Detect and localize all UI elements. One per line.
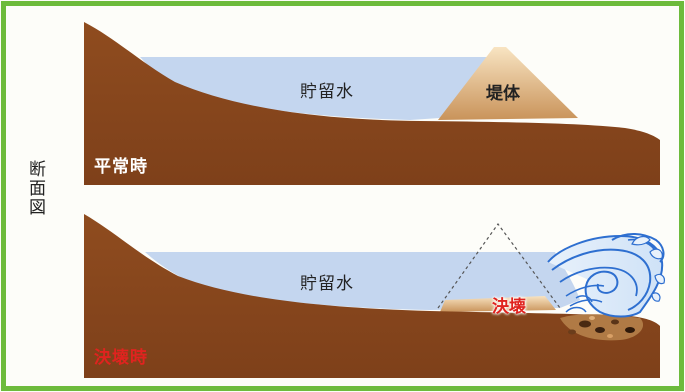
breach-ground-soil [84,214,660,378]
normal-panel [84,22,660,185]
breached-dam-remnant [440,296,556,312]
breach-water-label: 貯留水 [300,274,354,294]
normal-water-label: 貯留水 [300,82,354,102]
former-dam-outline [437,222,561,309]
flood-wave [547,233,665,318]
cross-section-label: 断面図 [25,160,45,217]
normal-condition-label: 平常時 [94,157,148,177]
breach-reservoir-water [145,252,580,310]
normal-reservoir-water [140,57,492,120]
breach-condition-label: 決壊時 [94,348,148,368]
normal-dam-body [438,47,578,120]
breach-panel [84,214,665,378]
debris [560,314,644,341]
dam-label: 堤体 [486,84,520,104]
normal-ground-soil [84,22,660,185]
breach-label: 決壊 [492,297,526,317]
